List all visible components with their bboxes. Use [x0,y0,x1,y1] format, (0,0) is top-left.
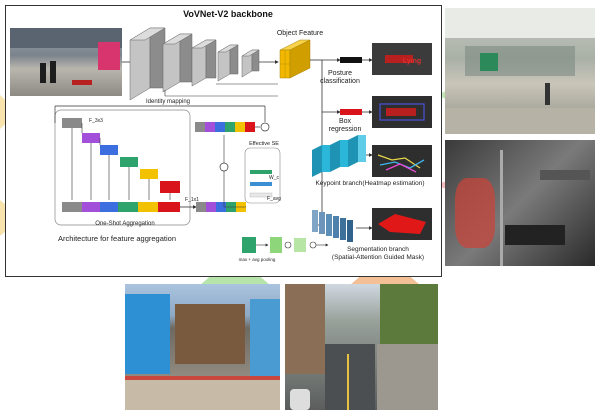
segmentation-branch-label: Segmentation branch (Spatial-Attention G… [331,246,425,261]
add-op [260,122,270,132]
object-feature-cube [279,39,311,79]
box-regression-label: Box regression [328,118,362,133]
keypoint-blocks [312,135,366,177]
subway-station-photo [445,8,595,134]
keypoint-branch-label: Keypoint branch(Heatmap estimation) [315,180,425,187]
architecture-drawing [54,27,432,253]
stage-1 [129,27,166,101]
stage-4 [217,44,239,82]
effective-se-label: Effective SE [249,141,279,147]
posture-crop [372,43,432,75]
lying-label: Lying [402,58,422,65]
keypoint-crop [372,145,432,177]
segmentation-blocks [312,210,353,242]
posture-classification-label: Posture classification [320,70,360,85]
osa-concat-bar [62,202,180,212]
ese-box [244,147,281,204]
architecture-label: Architecture for feature aggregation [58,234,176,243]
multiply-op [219,162,229,172]
ese-output-bar [195,122,255,132]
object-feature-label: Object Feature [276,30,324,37]
f3x3-label: F_3x3 [89,118,103,124]
street-corner-photo [125,284,280,410]
road-bike-lane-photo [285,284,438,410]
input-frame-photo [10,28,122,96]
osa-layers [62,118,180,193]
favg-label: F_avg [267,196,281,202]
box-crop [372,96,432,128]
box-fc-bar [340,109,362,115]
osa-box [54,109,191,226]
stage-2 [162,33,193,93]
stage-5 [241,49,260,78]
identity-mapping-label: Identity mapping [145,99,191,105]
stage-3 [191,39,217,87]
backbone-title: VoVNet-V2 backbone [183,9,273,19]
posture-fc-bar [340,57,362,63]
osa-label: One-Shot Aggregation [95,221,155,227]
max-avg-pooling-label: max + avg pooling [238,257,276,262]
sam-pipeline [242,237,329,253]
segmentation-crop [372,208,432,240]
f1x1-label: F_1x1 [185,197,199,203]
backbone-stages [129,27,260,101]
night-cctv-photo [445,140,595,266]
wc-label: W_c [269,175,279,181]
